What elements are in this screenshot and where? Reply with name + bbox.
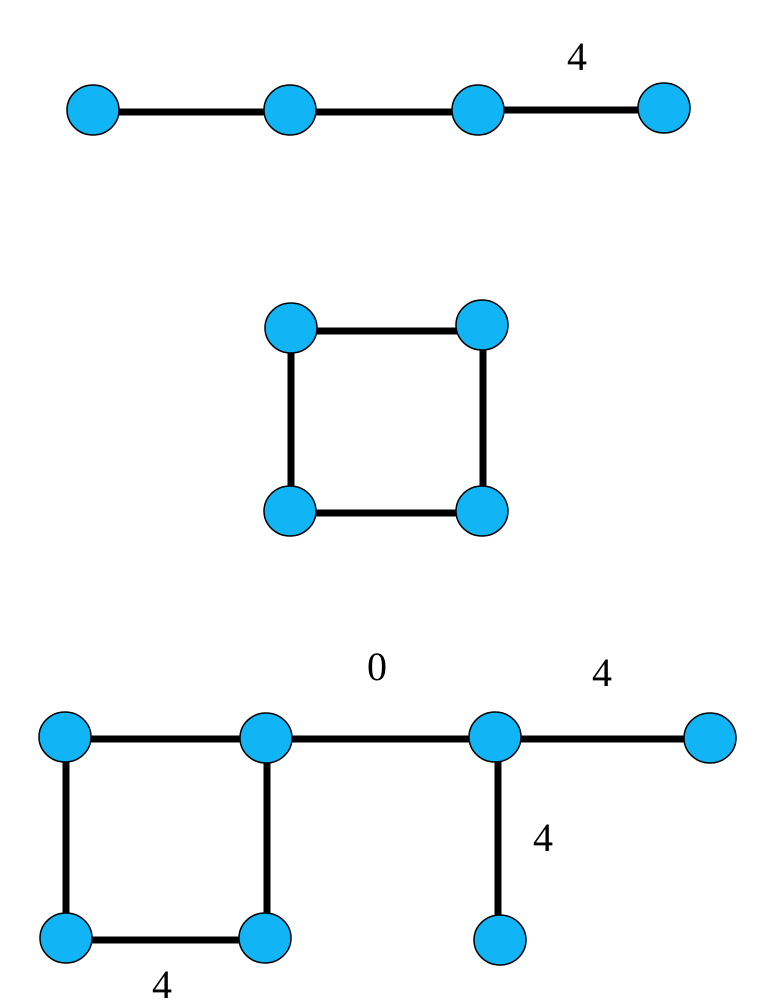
graph-node[interactable] xyxy=(637,82,691,134)
graph-node[interactable] xyxy=(38,711,92,763)
graph-node[interactable] xyxy=(39,912,93,964)
graph-node[interactable] xyxy=(455,485,509,537)
edge-labels-group: 0 4 4 4 xyxy=(152,644,612,1007)
graph-node[interactable] xyxy=(455,299,509,351)
edge-weight-label: 4 xyxy=(533,815,553,860)
edge-weight-label: 0 xyxy=(367,644,387,689)
graph-node[interactable] xyxy=(239,712,293,764)
nodes-group xyxy=(66,82,691,136)
graph-node[interactable] xyxy=(238,912,292,964)
graph-node[interactable] xyxy=(66,84,120,136)
graph-node[interactable] xyxy=(263,84,317,136)
graph-composite-graph-seven-nodes: 0 4 4 4 xyxy=(38,644,737,1007)
edge-weight-label: 4 xyxy=(592,650,612,695)
graph-node[interactable] xyxy=(263,485,317,537)
graph-node[interactable] xyxy=(264,302,318,354)
edges-group xyxy=(62,735,688,944)
graph-node[interactable] xyxy=(468,711,522,763)
graph-node[interactable] xyxy=(683,712,737,764)
graph-path-graph-four-nodes: 4 xyxy=(66,34,691,136)
graphs-layer: 4 0 4 4 4 xyxy=(38,34,737,1007)
graph-node[interactable] xyxy=(451,84,505,136)
nodes-group xyxy=(263,299,509,537)
nodes-group xyxy=(38,711,737,966)
edge-weight-label: 4 xyxy=(567,34,587,79)
edge-weight-label: 4 xyxy=(152,962,172,1007)
edges-group xyxy=(115,106,642,116)
edge-labels-group: 4 xyxy=(567,34,587,79)
graph-cycle-graph-four-nodes xyxy=(263,299,509,537)
graph-node[interactable] xyxy=(473,914,527,966)
edges-group xyxy=(287,327,487,517)
